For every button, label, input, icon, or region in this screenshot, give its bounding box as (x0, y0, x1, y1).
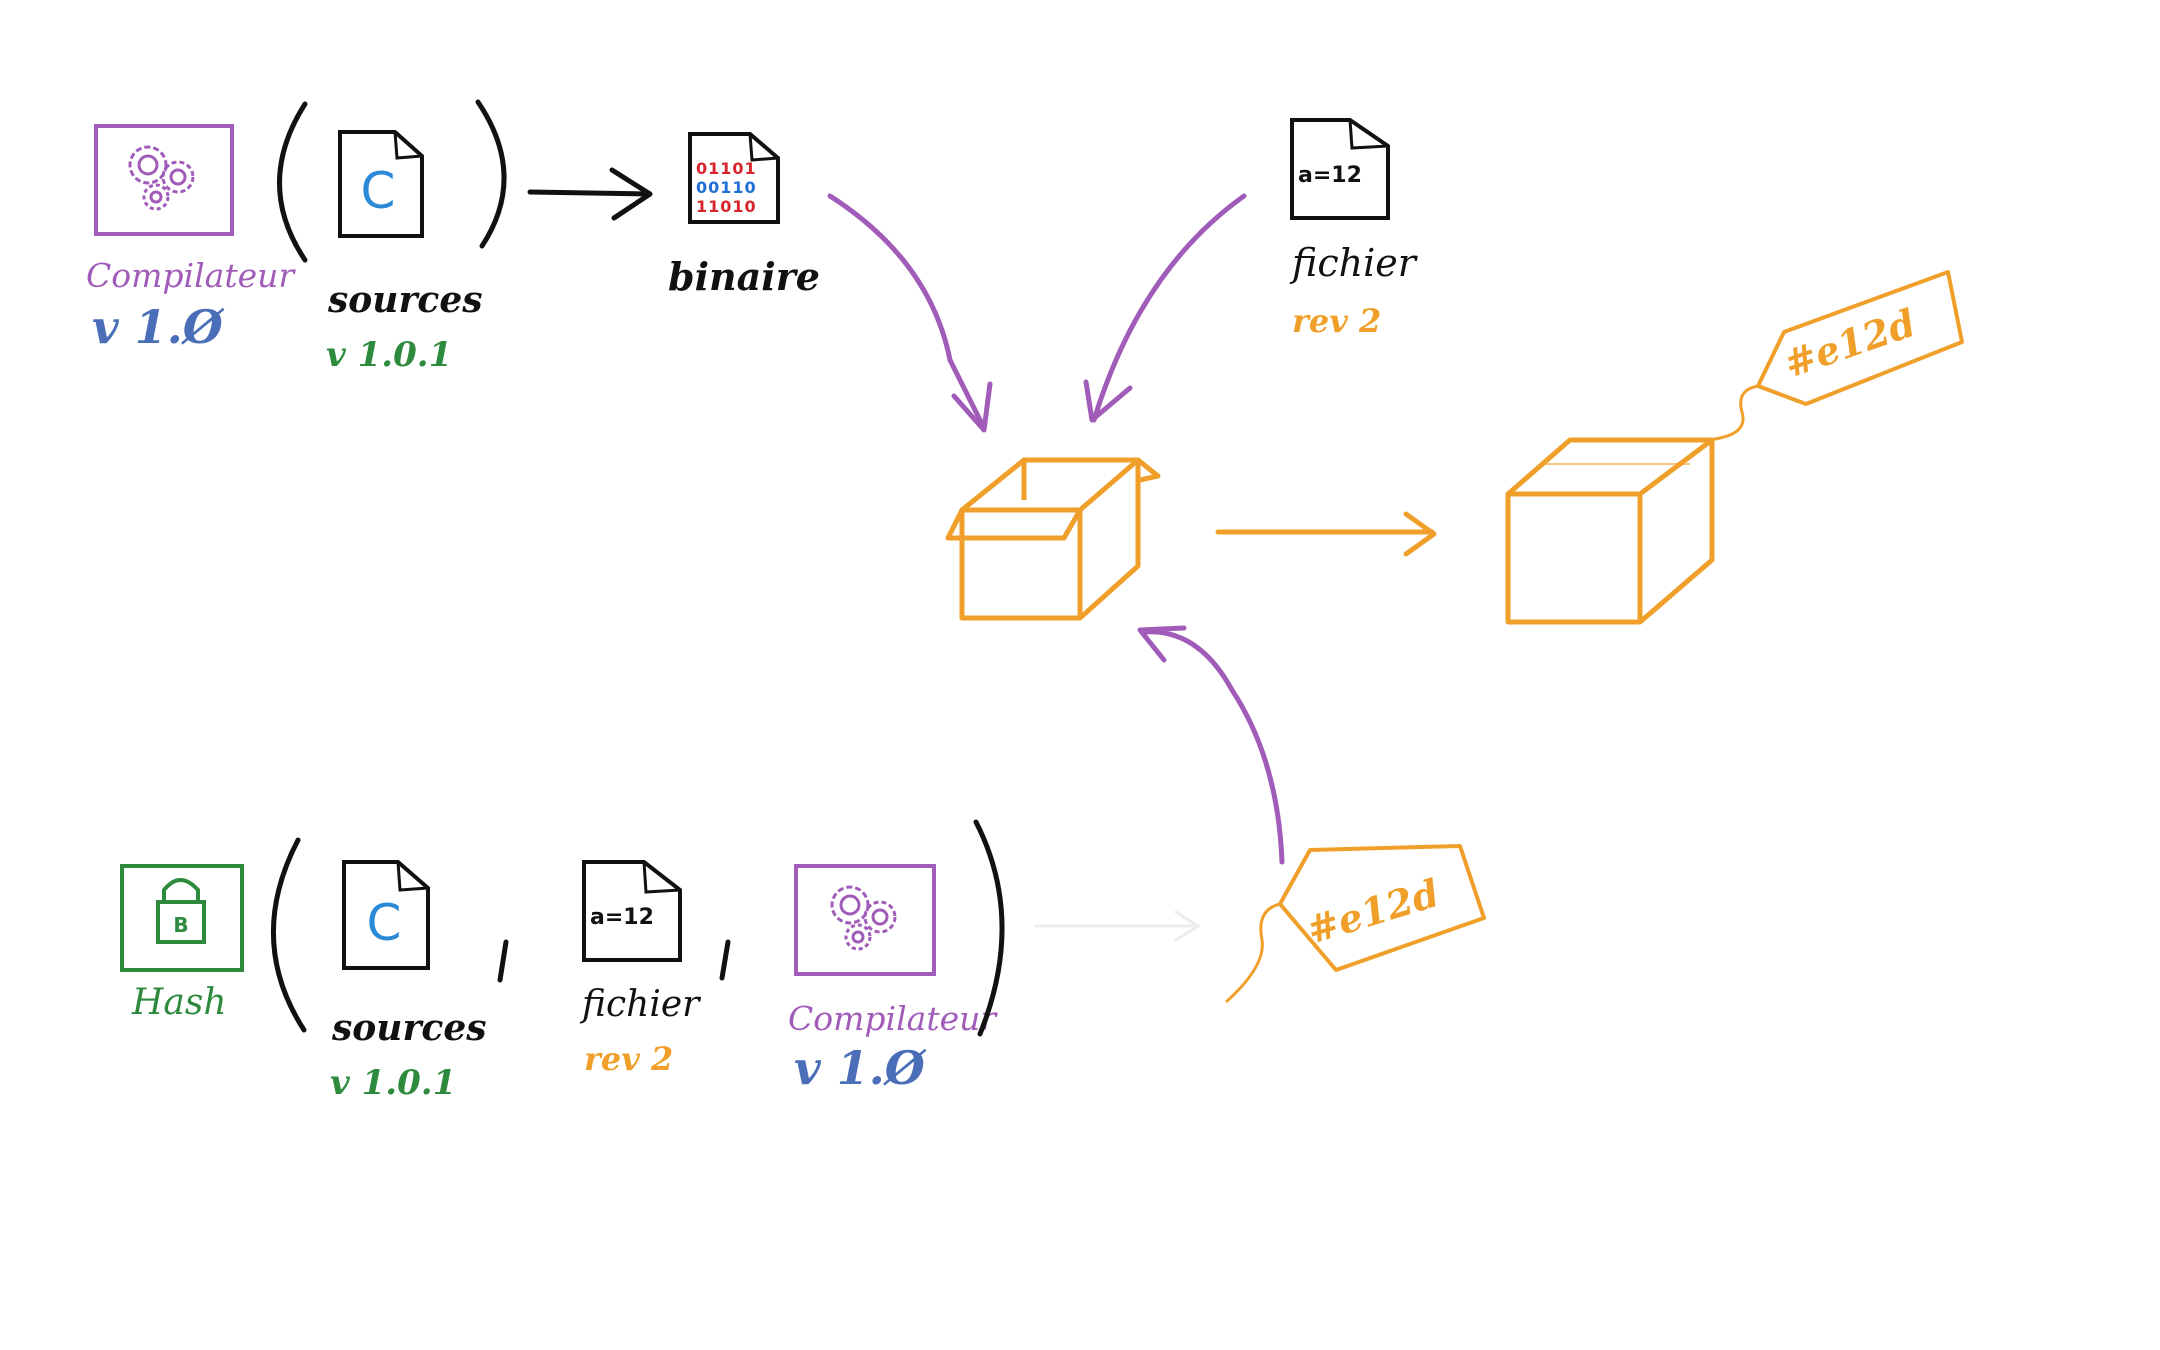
binary-to-box-arrow (827, 193, 993, 433)
pack-arrow (1215, 511, 1437, 557)
comma-separator (497, 939, 509, 983)
binary-bits-row-1: 01101 (696, 159, 757, 178)
compiler-label: Compilateur (86, 256, 296, 295)
data-file-content-bottom: a=12 (590, 905, 654, 930)
closed-box-icon (1505, 437, 1715, 625)
hash-label: Hash (131, 982, 227, 1023)
data-file-rev: rev 2 (1292, 302, 1381, 340)
compiler-icon (94, 124, 234, 236)
sources-version-bottom: v 1.0.1 (330, 1063, 456, 1103)
open-box-icon (945, 457, 1161, 621)
compiler-version: v 1.Ø (92, 300, 225, 354)
binary-bits-row-3: 11010 (696, 197, 757, 216)
data-file-content: a=12 (1298, 163, 1362, 188)
close-paren-bottom (973, 819, 1005, 1037)
data-file-rev-bottom: rev 2 (584, 1040, 673, 1078)
binary-label: binaire (668, 254, 820, 299)
binary-file-icon (688, 132, 780, 224)
data-file-label-bottom: fichier (579, 984, 701, 1025)
c-letter: C (361, 162, 396, 220)
open-paren (277, 101, 308, 263)
result-hash-tag: #e12d (1778, 300, 1921, 387)
compiler-version-bottom: v 1.Ø (794, 1041, 927, 1095)
data-file-icon-bottom (582, 860, 682, 962)
close-paren (475, 99, 507, 249)
c-file-icon-bottom (342, 860, 430, 970)
compile-arrow (527, 167, 653, 221)
compiler-icon-bottom (794, 864, 936, 976)
binary-bits-row-2: 00110 (696, 178, 757, 197)
hash-tag-icon-bottom (1224, 844, 1486, 1004)
lock-icon (120, 864, 244, 972)
hash-arrow (1034, 910, 1201, 942)
data-file-icon (1290, 118, 1390, 220)
file-to-box-arrow (1083, 193, 1247, 423)
sources-version: v 1.0.1 (326, 335, 452, 375)
open-paren-bottom (270, 837, 307, 1033)
c-file-icon (338, 130, 424, 238)
c-letter-bottom: C (367, 894, 402, 952)
sources-label-bottom: sources (331, 1007, 487, 1049)
sources-label: sources (327, 279, 483, 321)
data-file-label: fichier (1289, 241, 1419, 285)
tag-to-box-arrow (1137, 625, 1285, 865)
compiler-label-bottom: Compilateur (788, 999, 998, 1038)
comma-separator-2 (719, 939, 731, 981)
hash-tag-icon (1703, 270, 1964, 443)
lock-badge-letter: B (173, 913, 188, 937)
